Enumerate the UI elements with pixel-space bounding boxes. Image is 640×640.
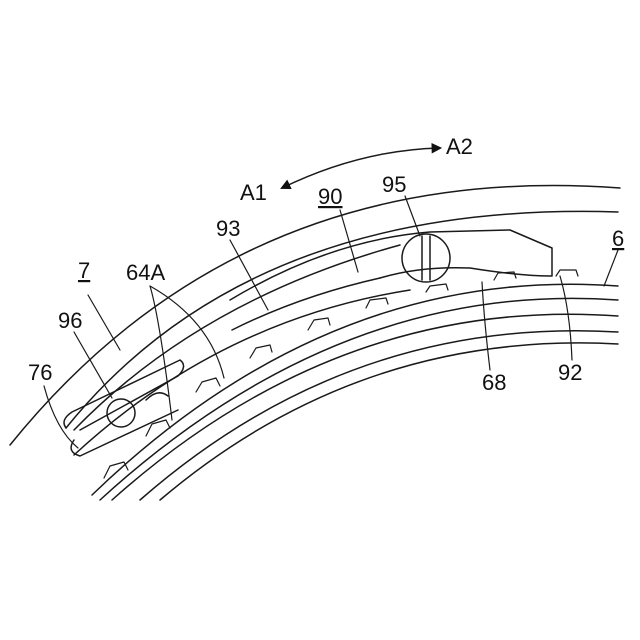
pin-circle — [402, 234, 450, 282]
leader-lines — [44, 196, 618, 448]
leader-7 — [88, 295, 120, 350]
label-90: 90 — [318, 184, 342, 209]
lever — [230, 230, 552, 330]
leader-92 — [560, 276, 572, 360]
label-6: 6 — [612, 226, 624, 251]
leader-76 — [44, 386, 78, 448]
tooth — [308, 318, 330, 330]
label-a1: A1 — [240, 180, 267, 205]
intermediate-ring-outer-edge — [74, 245, 400, 430]
label-a2: A2 — [446, 134, 473, 159]
tooth — [250, 345, 272, 358]
leader-95 — [405, 196, 420, 236]
inner-ring-edge-1 — [92, 284, 618, 495]
pin — [402, 234, 450, 282]
inner-ring-edge-3 — [112, 314, 618, 500]
label-64a: 64A — [126, 260, 165, 285]
tooth — [146, 420, 170, 436]
intermediate-ring-inner-edge — [74, 290, 410, 455]
leader-96 — [74, 332, 112, 398]
leader-68 — [482, 282, 490, 370]
label-76: 76 — [28, 360, 52, 385]
label-92: 92 — [558, 360, 582, 385]
leader-6 — [604, 250, 618, 286]
label-95: 95 — [382, 172, 406, 197]
inner-ring — [92, 284, 618, 500]
lever-outline — [230, 230, 552, 300]
label-7: 7 — [78, 258, 90, 283]
tooth — [366, 298, 388, 308]
tooth — [196, 378, 220, 392]
inner-ring-edge-5 — [160, 343, 618, 500]
tooth — [556, 270, 578, 276]
tooth — [426, 284, 448, 292]
label-96: 96 — [58, 308, 82, 333]
direction-arrow — [282, 148, 440, 188]
label-93: 93 — [216, 216, 240, 241]
label-68: 68 — [482, 370, 506, 395]
leader-64a-1 — [150, 286, 172, 420]
